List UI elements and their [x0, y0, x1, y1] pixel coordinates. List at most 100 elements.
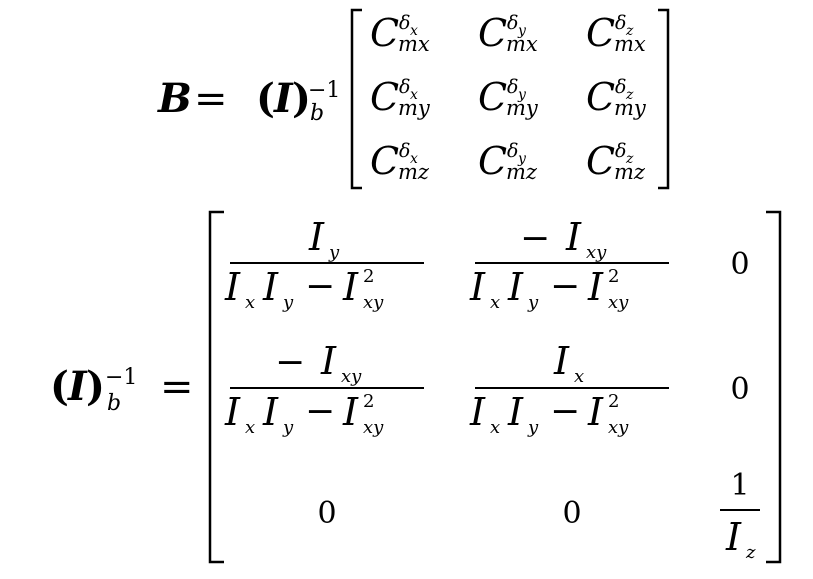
denominator-sub-x: x	[490, 417, 500, 438]
denominator-minus: −	[305, 391, 335, 432]
lhs-superscript: −1	[105, 365, 137, 390]
coefficient-delta-superscript: δ	[615, 76, 626, 98]
coefficient-delta-superscript: δ	[507, 76, 518, 98]
coefficient-delta-superscript: δ	[399, 76, 410, 98]
numerator-one: 1	[730, 468, 749, 503]
matrix2-right-bracket	[766, 210, 782, 564]
coefficient-base-c: C	[370, 75, 399, 119]
coefficient-subscript: my	[506, 96, 539, 120]
coefficient-axis-superscript: y	[517, 151, 527, 167]
equals-sign-1: =	[194, 76, 228, 122]
denominator-i-y: I	[262, 390, 279, 434]
coefficient-base-c: C	[586, 11, 615, 55]
lhs-close-paren: )	[86, 363, 105, 410]
denominator-sub-x: x	[490, 292, 500, 313]
denominator-sub-xy: xy	[608, 292, 629, 313]
coefficient-axis-superscript: x	[410, 87, 418, 103]
denominator-square: 2	[363, 266, 374, 287]
denominator-i-x: I	[224, 265, 241, 309]
denominator-sub-y: y	[282, 417, 294, 438]
coefficient-delta-superscript: δ	[615, 12, 626, 34]
coefficient-subscript: mz	[398, 160, 430, 184]
coefficient-subscript: mz	[614, 160, 646, 184]
denominator-sub-y: y	[282, 292, 294, 313]
coefficient-axis-superscript: z	[625, 23, 634, 39]
coefficient-delta-superscript: δ	[399, 140, 410, 162]
coefficient-base-c: C	[478, 139, 507, 183]
denominator-minus: −	[550, 391, 580, 432]
coefficient-axis-superscript: z	[625, 151, 634, 167]
coefficient-delta-superscript: δ	[399, 12, 410, 34]
numerator-minus-21: −	[275, 342, 305, 383]
inverse-superscript: −1	[308, 78, 340, 103]
numerator-i-xy-12: I	[565, 215, 582, 259]
inertia-symbol: I	[273, 75, 294, 122]
coefficient-axis-superscript: y	[517, 23, 527, 39]
denominator-sub-z: z	[745, 542, 756, 563]
inverse-open-paren: (	[256, 75, 275, 122]
denominator-square: 2	[608, 391, 619, 412]
coefficient-axis-superscript: x	[410, 151, 418, 167]
coefficient-axis-superscript: z	[625, 87, 634, 103]
denominator-i-y: I	[262, 265, 279, 309]
denominator-sub-xy: xy	[363, 292, 384, 313]
inverse-close-paren: )	[292, 75, 311, 122]
denominator-i-xy: I	[342, 390, 359, 434]
coefficient-base-c: C	[370, 139, 399, 183]
denominator-i-y: I	[507, 265, 524, 309]
denominator-i-xy: I	[587, 390, 604, 434]
numerator-i-x: I	[553, 339, 570, 383]
denominator-i-xy: I	[587, 265, 604, 309]
numerator-sub-x: x	[574, 366, 584, 387]
numerator-minus-12: −	[520, 218, 550, 259]
denominator-square: 2	[363, 391, 374, 412]
coefficient-axis-superscript: x	[410, 23, 418, 39]
coefficient-subscript: my	[398, 96, 431, 120]
denominator-sub-y: y	[527, 417, 539, 438]
entry-zero-32: 0	[562, 496, 581, 531]
numerator-sub-xy-12: xy	[586, 242, 607, 263]
coefficient-subscript: my	[614, 96, 647, 120]
denominator-sub-x: x	[245, 417, 255, 438]
coefficient-subscript: mz	[506, 160, 538, 184]
denominator-i-xy: I	[342, 265, 359, 309]
entry-zero-13: 0	[730, 247, 749, 282]
coefficient-delta-superscript: δ	[507, 12, 518, 34]
numerator-sub-xy-21: xy	[341, 366, 362, 387]
denominator-i-x: I	[469, 390, 486, 434]
coefficient-base-c: C	[478, 11, 507, 55]
numerator-i-xy-21: I	[320, 339, 337, 383]
denominator-i-x: I	[224, 390, 241, 434]
coefficient-base-c: C	[370, 11, 399, 55]
coefficient-subscript: mx	[614, 32, 646, 56]
b-matrix-symbol: B	[157, 75, 192, 122]
denominator-sub-xy: xy	[363, 417, 384, 438]
coefficient-delta-superscript: δ	[615, 140, 626, 162]
denominator-sub-x: x	[245, 292, 255, 313]
coefficient-base-c: C	[478, 75, 507, 119]
matrix2-left-bracket	[208, 210, 224, 564]
coefficient-subscript: mx	[398, 32, 430, 56]
coefficient-base-c: C	[586, 75, 615, 119]
lhs-subscript: b	[107, 391, 121, 416]
coefficient-base-c: C	[586, 139, 615, 183]
denominator-minus: −	[550, 266, 580, 307]
inverse-subscript: b	[310, 101, 324, 126]
matrix1-right-bracket	[658, 8, 670, 190]
lhs-inertia-symbol: I	[67, 363, 88, 410]
denominator-i-y: I	[507, 390, 524, 434]
denominator-minus: −	[305, 266, 335, 307]
denominator-square: 2	[608, 266, 619, 287]
denominator-sub-y: y	[527, 292, 539, 313]
numerator-sub-y: y	[328, 242, 340, 263]
denominator-sub-xy: xy	[608, 417, 629, 438]
denominator-i-x: I	[469, 265, 486, 309]
denominator-i-z: I	[725, 515, 742, 559]
coefficient-subscript: mx	[506, 32, 538, 56]
lhs-open-paren: (	[50, 363, 69, 410]
numerator-i-y: I	[308, 215, 325, 259]
